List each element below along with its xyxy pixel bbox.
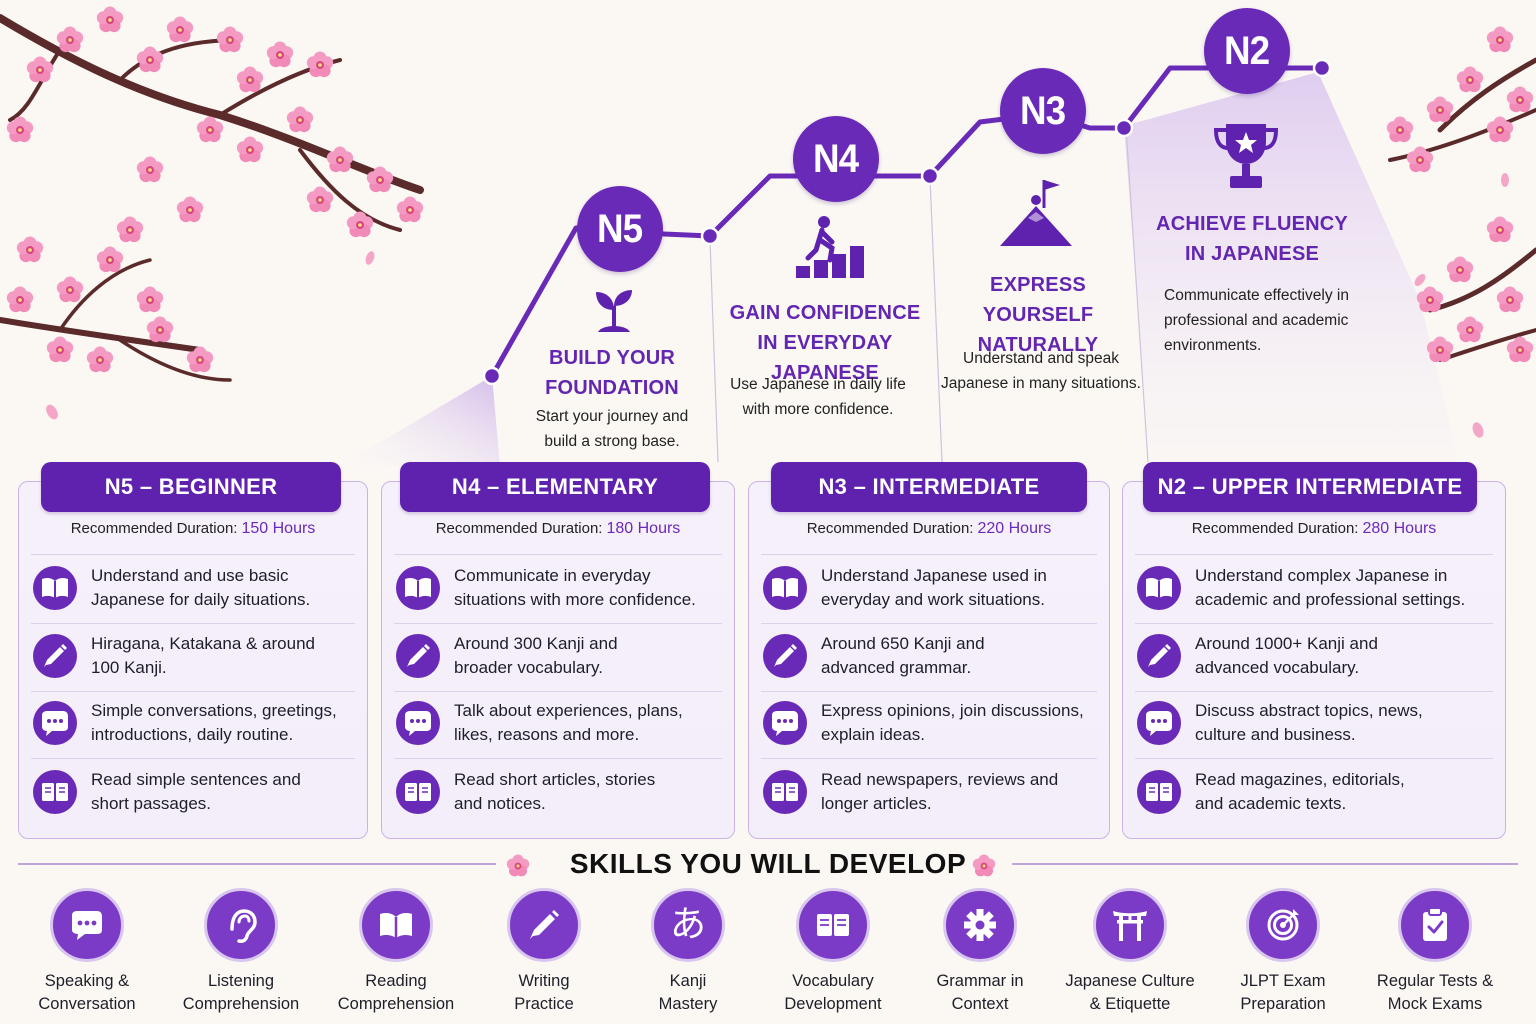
open-book-icon (404, 782, 432, 802)
pencil-icon (774, 644, 797, 667)
kana-a-icon: あ (669, 904, 706, 945)
pencil-icon (530, 910, 559, 939)
chat-icon (772, 711, 798, 736)
pencil-icon (407, 644, 430, 667)
open-book-icon (41, 782, 69, 802)
chat-icon (1146, 711, 1172, 736)
level-badge-n3: N3 (1000, 68, 1086, 154)
level-card-n5: N5 – BEGINNER Recommended Duration:150 H… (18, 462, 368, 839)
list-item: Discuss abstract topics, news,culture an… (1135, 694, 1495, 752)
pencil-icon (44, 644, 67, 667)
chat-icon (405, 711, 431, 736)
level-badge-n4: N4 (793, 116, 879, 202)
speech-bubble-icon (72, 911, 102, 940)
skill-speaking: Speaking & Conversation (12, 888, 162, 1016)
skill-writing: Writing Practice (469, 888, 619, 1016)
skill-culture: Japanese Culture & Etiquette (1055, 888, 1205, 1016)
level-card-n3: N3 – INTERMEDIATE Recommended Duration:2… (748, 462, 1110, 839)
level-badge-n2: N2 (1204, 8, 1290, 94)
duration: Recommended Duration:280 Hours (1191, 520, 1437, 537)
skill-kanji: あ Kanji Mastery (613, 888, 763, 1016)
card-title: N5 – BEGINNER (41, 462, 341, 512)
card-title: N4 – ELEMENTARY (400, 462, 710, 512)
list-item: Simple conversations, greetings,introduc… (31, 694, 357, 752)
level-card-n4: N4 – ELEMENTARY Recommended Duration:180… (381, 462, 735, 839)
beam-n5 (340, 376, 500, 466)
open-book-icon (771, 782, 799, 802)
skill-reading: Reading Comprehension (321, 888, 471, 1016)
beam-n2 (1124, 72, 1460, 466)
clipboard-check-icon (1423, 907, 1447, 941)
list-item: Express opinions, join discussions,expla… (761, 694, 1099, 752)
duration: Recommended Duration:220 Hours (806, 520, 1052, 537)
climbing-steps-icon (796, 216, 864, 278)
book-icon (1145, 576, 1173, 599)
card-title: N3 – INTERMEDIATE (771, 462, 1087, 512)
skill-jlpt: JLPT Exam Preparation (1208, 888, 1358, 1016)
skill-grammar: Grammar in Context (905, 888, 1055, 1016)
trophy-icon (1213, 124, 1279, 188)
skill-listening: Listening Comprehension (166, 888, 316, 1016)
duration: Recommended Duration:150 Hours (70, 520, 316, 537)
list-item: Read magazines, editorials,and academic … (1135, 763, 1495, 821)
chat-icon (42, 711, 68, 736)
card-title: N2 – UPPER INTERMEDIATE (1143, 462, 1477, 512)
book-icon (41, 576, 69, 599)
skill-vocabulary: Vocabulary Development (758, 888, 908, 1016)
open-book-icon (1145, 782, 1173, 802)
cherry-blossom-branch-left (0, 14, 424, 382)
ear-icon (230, 909, 257, 943)
book-icon (380, 913, 412, 938)
book-icon (404, 576, 432, 599)
book-icon (771, 576, 799, 599)
level-badge-n5: N5 (577, 186, 663, 272)
level-card-n2: N2 – UPPER INTERMEDIATE Recommended Dura… (1122, 462, 1506, 839)
open-book-icon (817, 914, 849, 936)
duration: Recommended Duration:180 Hours (435, 520, 681, 537)
skill-tests: Regular Tests & Mock Exams (1360, 888, 1510, 1016)
sprout-icon (596, 290, 632, 332)
gear-icon (964, 909, 996, 941)
skills-title: SKILLS YOU WILL DEVELOP (569, 848, 967, 879)
target-icon (1267, 909, 1299, 941)
pencil-icon (1148, 644, 1171, 667)
torii-gate-icon (1113, 911, 1147, 941)
list-item: Talk about experiences, plans,likes, rea… (394, 694, 724, 752)
mountain-flag-icon (1000, 180, 1072, 246)
